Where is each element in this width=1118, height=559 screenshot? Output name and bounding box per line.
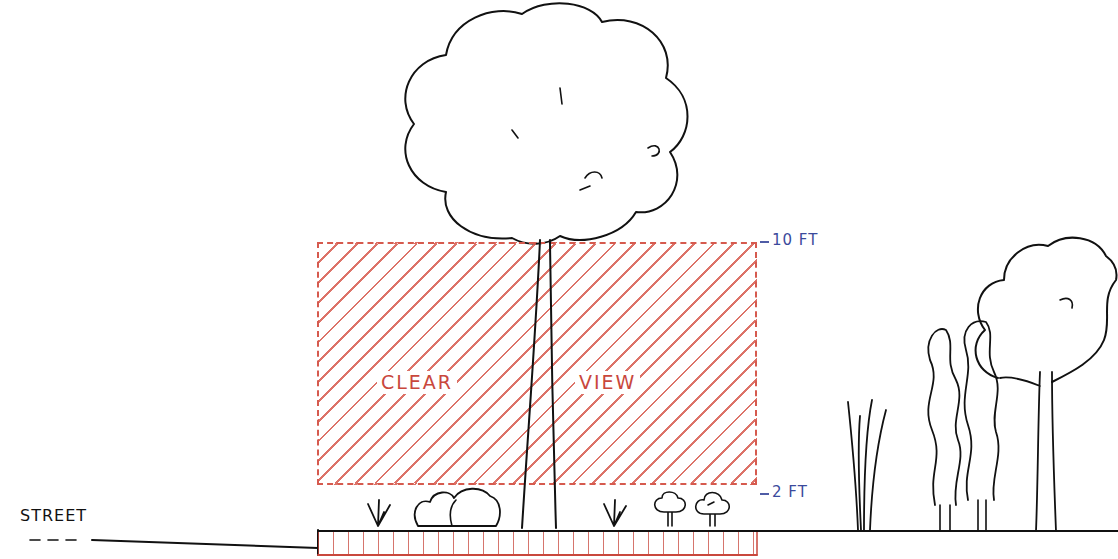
height-dimension: 2 FT xyxy=(772,483,808,501)
zone-label: VIEW xyxy=(575,371,640,394)
clear-view-zone: CLEAR VIEW xyxy=(317,242,757,485)
zone-label: CLEAR xyxy=(377,371,457,394)
street-label: STREET xyxy=(20,506,87,525)
height-dimension: 10 FT xyxy=(772,231,818,249)
